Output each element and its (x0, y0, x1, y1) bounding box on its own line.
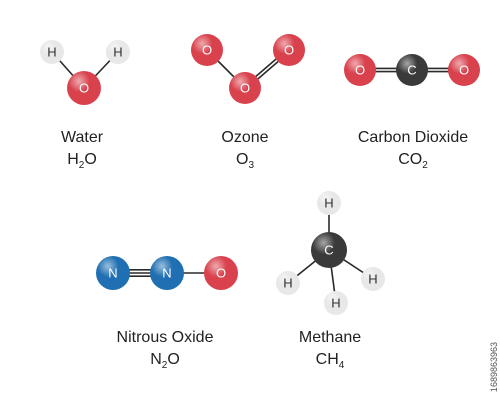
ozone-caption: Ozone O3 (221, 128, 268, 176)
carbon-dioxide-formula: CO2 (398, 151, 428, 172)
methane-atom-h4: H (324, 291, 348, 315)
ozone-atom-o1-label: O (202, 43, 212, 58)
nitrous-oxide-atom-n2-highlight (150, 256, 184, 290)
water-name: Water (60, 129, 104, 146)
carbon-dioxide-atom-o1-label: O (355, 63, 365, 78)
carbon-dioxide-name: Carbon Dioxide (357, 129, 469, 146)
ozone-atom-o2-label: O (284, 43, 294, 58)
methane-atom-h3-highlight (361, 267, 385, 291)
methane-atom-h2-label: H (283, 276, 292, 291)
nitrous-oxide-atom-n1-label: N (108, 266, 117, 281)
methane-atom-c1-highlight (311, 232, 347, 268)
methane-atom-h3-label: H (368, 272, 377, 287)
nitrous-oxide-atom-n2: N (150, 256, 184, 290)
nitrous-oxide-atom-n2-label: N (162, 266, 171, 281)
nitrous-oxide-atom-o1: O (204, 256, 238, 290)
ozone-atom-o1-highlight (191, 34, 223, 66)
methane-atom-h1: H (317, 191, 341, 215)
carbon-dioxide-atom-o2: O (448, 54, 480, 86)
ozone-atom-o2: O (273, 34, 305, 66)
carbon-dioxide-atom-c1-label: C (407, 63, 416, 78)
stock-id-text: 1689863963 (489, 341, 499, 392)
methane-atom-c1-label: C (324, 243, 333, 258)
water-atom-o1-label: O (79, 81, 89, 96)
water-formula: H2O (67, 151, 97, 172)
carbon-dioxide-atom-o1: O (344, 54, 376, 86)
water-atom-o1-highlight (67, 71, 101, 105)
ozone-atom-o3-highlight (229, 72, 261, 104)
water-caption: Water H2O (61, 128, 103, 176)
carbon-dioxide-atom-c1-highlight (396, 54, 428, 86)
carbon-dioxide-atom-o2-label: O (459, 63, 469, 78)
nitrous-oxide-caption: Nitrous Oxide N2O (117, 328, 214, 376)
ozone-atom-o3: O (229, 72, 261, 104)
ozone-atom-o2-highlight (273, 34, 305, 66)
water-atom-h1: H (40, 40, 64, 64)
carbon-dioxide-caption: Carbon Dioxide CO2 (358, 128, 468, 176)
water-atom-h2: H (106, 40, 130, 64)
methane-atom-h1-label: H (324, 196, 333, 211)
water-atom-o1: O (67, 71, 101, 105)
methane-atom-h4-highlight (324, 291, 348, 315)
water-atom-h1-label: H (47, 45, 56, 60)
methane-caption: Methane CH4 (299, 328, 361, 376)
ozone-atom-o1: O (191, 34, 223, 66)
nitrous-oxide-formula: N2O (150, 351, 180, 372)
nitrous-oxide-atom-o1-label: O (216, 266, 226, 281)
nitrous-oxide-name: Nitrous Oxide (116, 329, 214, 346)
methane-atom-h1-highlight (317, 191, 341, 215)
methane-atom-h3: H (361, 267, 385, 291)
ozone-name: Ozone (221, 129, 269, 146)
water-atom-h2-highlight (106, 40, 130, 64)
ozone-atom-o3-label: O (240, 81, 250, 96)
methane-atom-h4-label: H (331, 296, 340, 311)
carbon-dioxide-atom-o2-highlight (448, 54, 480, 86)
carbon-dioxide-atom-o1-highlight (344, 54, 376, 86)
methane-name: Methane (298, 329, 362, 346)
methane-formula: CH4 (315, 351, 345, 372)
ozone-formula: O3 (235, 151, 255, 172)
methane-atom-h2: H (276, 271, 300, 295)
nitrous-oxide-atom-n1-highlight (96, 256, 130, 290)
water-atom-h1-highlight (40, 40, 64, 64)
methane-atom-h2-highlight (276, 271, 300, 295)
atoms-layer: H H O O O O O C O N N O H C H H H (40, 34, 480, 315)
nitrous-oxide-atom-o1-highlight (204, 256, 238, 290)
methane-atom-c1: C (311, 232, 347, 268)
water-atom-h2-label: H (113, 45, 122, 60)
nitrous-oxide-atom-n1: N (96, 256, 130, 290)
carbon-dioxide-atom-c1: C (396, 54, 428, 86)
